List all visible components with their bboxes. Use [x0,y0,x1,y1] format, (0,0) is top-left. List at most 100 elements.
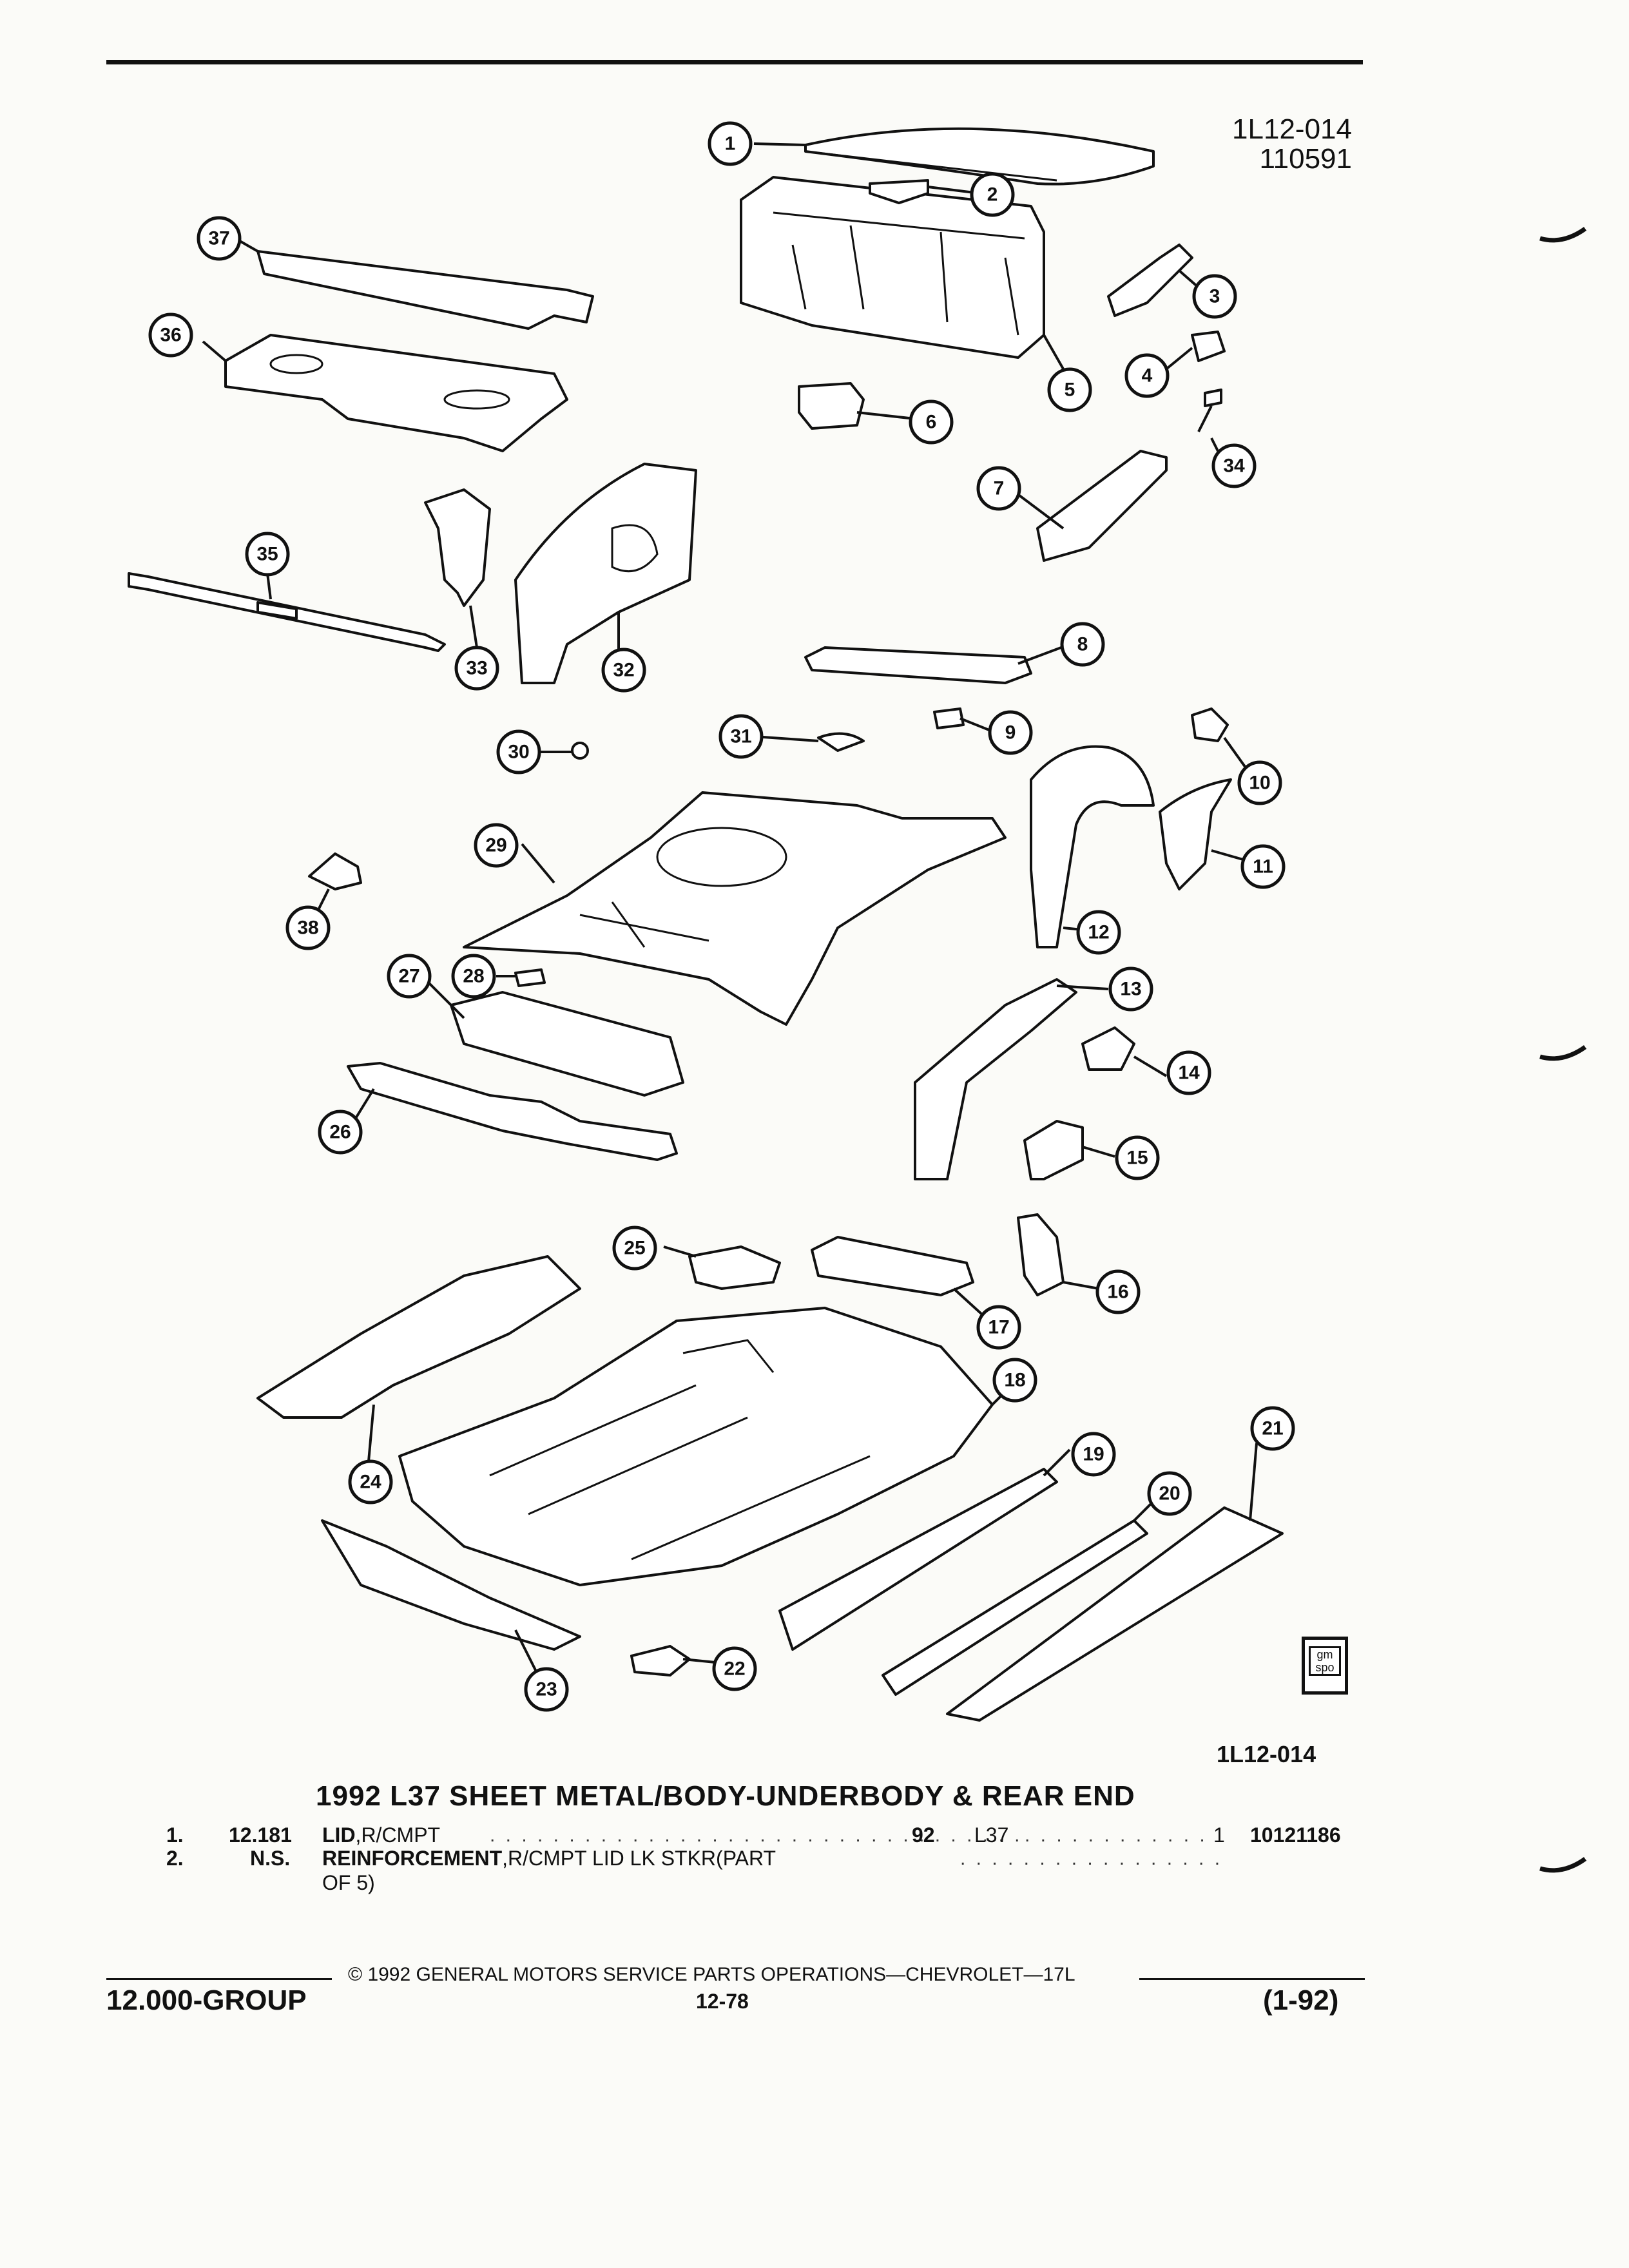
callout-29: 29 [474,823,519,868]
top-rule [106,60,1363,64]
svg-text:38: 38 [297,918,318,939]
callout-9: 9 [988,710,1033,755]
part-crossbar [347,1062,678,1161]
svg-text:3: 3 [1210,286,1220,307]
item-number: 2. [166,1847,184,1870]
leader-dots: . . . . . . . . . . . . . . . . . . . . … [490,1825,1023,1846]
part-small-bracket [308,852,362,890]
svg-text:22: 22 [724,1658,745,1680]
part-nut [571,742,589,760]
part-front-floor-pan [398,1307,994,1586]
gm-spo-logo: gm spo [1302,1637,1348,1695]
page-number: 12-78 [696,1990,749,2013]
callout-22: 22 [712,1646,757,1691]
svg-text:37: 37 [208,228,229,249]
callout-17: 17 [976,1305,1021,1350]
svg-text:8: 8 [1077,634,1088,655]
part-trunk-lid [804,127,1155,186]
callout-8: 8 [1060,622,1105,667]
part-number: 10121186 [1250,1823,1341,1847]
part-clip [933,707,965,729]
ref-code-line-1: 1L12-014 [1232,113,1352,145]
part-description: ,R/CMPT LID LK STKR(PART [502,1847,776,1870]
binding-mark-3 [1539,1857,1587,1873]
ref-code-line-2: 110591 [1259,143,1352,175]
part-hanger [1017,1213,1065,1296]
model-code: L37 [974,1823,1009,1847]
callout-16: 16 [1095,1269,1141,1314]
group-number: 12.181 [229,1823,292,1847]
callout-5: 5 [1047,367,1092,412]
svg-text:20: 20 [1159,1483,1180,1504]
page-title: 1992 L37 SHEET METAL/BODY-UNDERBODY & RE… [316,1780,1135,1812]
callout-6: 6 [909,399,954,445]
svg-text:26: 26 [329,1122,351,1143]
part-dash-reinforcement [321,1519,581,1651]
part-reinforcement [869,179,929,204]
part-description-continued: OF 5) [322,1871,375,1894]
callout-23: 23 [524,1667,569,1712]
svg-text:27: 27 [398,966,419,987]
svg-text:23: 23 [535,1679,557,1700]
part-hinge-bracket [1107,244,1193,317]
svg-text:13: 13 [1120,979,1141,1000]
part-crossmember [804,646,1032,684]
group-label: 12.000-GROUP [106,1984,307,2016]
callout-13: 13 [1108,966,1153,1012]
part-bracket-15 [1023,1120,1084,1180]
part-rocker-inner [778,1468,1058,1651]
svg-text:24: 24 [360,1472,381,1493]
callout-10: 10 [1237,760,1282,805]
callout-28: 28 [451,954,496,999]
logo-text-spo: spo [1315,1661,1335,1674]
svg-text:11: 11 [1253,856,1273,878]
part-wheelhouse [1030,745,1155,948]
binding-mark-1 [1539,227,1587,243]
callout-11: 11 [1240,844,1286,889]
copyright-notice: © 1992 GENERAL MOTORS SERVICE PARTS OPER… [348,1964,1075,1985]
callout-14: 14 [1166,1050,1211,1095]
svg-text:18: 18 [1004,1370,1025,1391]
svg-text:19: 19 [1083,1444,1104,1465]
callout-24: 24 [348,1459,393,1504]
svg-text:15: 15 [1126,1148,1148,1169]
svg-text:9: 9 [1005,722,1016,744]
leader-dots: . . . . . . . . . . . . . . . . . [960,1848,1223,1869]
binding-mark-2 [1539,1045,1587,1061]
part-package-shelf [224,334,568,452]
callout-37: 37 [197,216,242,261]
callout-7: 7 [976,466,1021,511]
callout-25: 25 [612,1225,657,1271]
illustration-ref-code-bottom: 1L12-014 [1217,1741,1316,1767]
callout-3: 3 [1192,274,1237,319]
part-tunnel-reinforcement [256,1255,581,1419]
svg-text:25: 25 [624,1238,645,1259]
part-name: REINFORCEMENT [322,1847,503,1870]
part-small-block [1191,331,1226,362]
svg-text:7: 7 [994,478,1005,499]
part-rear-rail-side [914,978,1077,1180]
callout-2: 2 [970,172,1015,217]
part-rear-rail [450,991,684,1097]
part-rocker-reinforcement [882,1519,1148,1696]
callout-1: 1 [708,121,753,166]
callout-18: 18 [992,1358,1037,1403]
part-bolt [1197,389,1222,432]
svg-text:32: 32 [613,660,634,681]
part-seat-bracket [688,1245,781,1290]
svg-text:1: 1 [725,133,736,155]
parts-row: 2. N.S. REINFORCEMENT,R/CMPT LID LK STKR… [0,1847,1629,1898]
svg-text:34: 34 [1223,456,1245,477]
callout-34: 34 [1211,443,1257,488]
callout-19: 19 [1071,1432,1116,1477]
callout-27: 27 [387,954,432,999]
svg-text:6: 6 [926,412,937,433]
group-number: N.S. [250,1847,291,1870]
callout-30: 30 [496,729,541,774]
callout-20: 20 [1147,1471,1192,1516]
svg-text:30: 30 [508,742,529,763]
part-plate [798,382,865,430]
svg-text:28: 28 [463,966,484,987]
part-shelf-upper-rail [256,250,594,330]
part-wheelhouse-extension [1159,778,1232,890]
